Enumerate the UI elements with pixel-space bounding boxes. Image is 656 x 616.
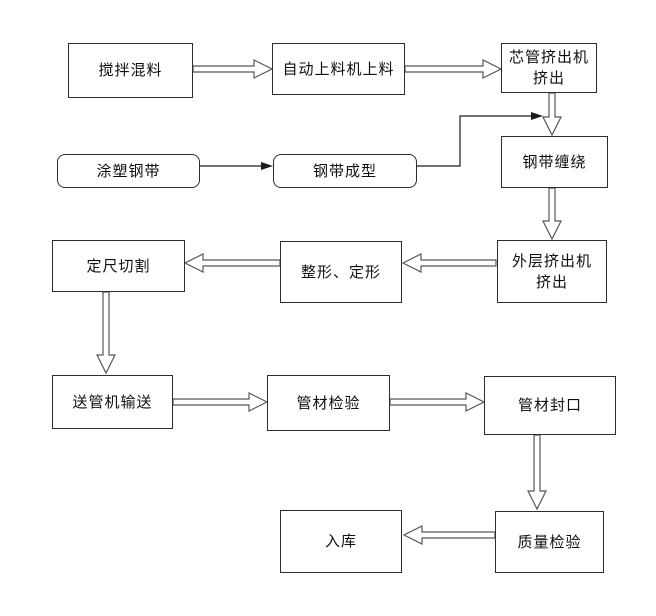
arrow-inspection-to-sealing — [389, 392, 486, 412]
arrow-cutting-to-conveying — [96, 291, 116, 375]
node-mixing-label: 搅拌混料 — [98, 62, 163, 79]
node-shaping: 整形、定形 — [280, 241, 402, 303]
node-coated-steel-strip-label: 涂塑钢带 — [96, 162, 161, 180]
node-pipe-inspection: 管材检验 — [267, 375, 390, 431]
node-pipe-conveying: 送管机输送 — [52, 375, 173, 429]
arrow-outer-extruder-to-shaping — [401, 253, 497, 273]
node-quality-inspection-label: 质量检验 — [517, 533, 582, 551]
node-shaping-label: 整形、定形 — [300, 263, 381, 281]
arrow-core-extruder-to-winding — [542, 92, 562, 137]
node-strip-forming: 钢带成型 — [273, 154, 417, 188]
node-auto-feeding: 自动上料机上料 — [272, 43, 405, 95]
node-quality-inspection: 质量检验 — [495, 511, 604, 573]
connector-strip-forming-to-winding — [417, 115, 532, 167]
node-warehousing-label: 入库 — [324, 533, 357, 550]
arrowhead-strip-forming-to-winding — [531, 112, 543, 120]
node-warehousing: 入库 — [280, 510, 402, 573]
node-auto-feeding-label: 自动上料机上料 — [282, 60, 395, 78]
node-outer-extruder-label: 外层挤出机 挤出 — [511, 252, 592, 291]
node-fixed-length-cutting: 定尺切割 — [52, 240, 185, 292]
node-pipe-sealing: 管材封口 — [484, 376, 616, 435]
node-pipe-conveying-label: 送管机输送 — [72, 393, 153, 411]
node-fixed-length-cutting-label: 定尺切割 — [86, 257, 151, 275]
arrow-winding-to-outer-extruder — [542, 187, 562, 241]
node-pipe-inspection-label: 管材检验 — [296, 394, 361, 412]
node-pipe-sealing-label: 管材封口 — [517, 397, 582, 414]
arrowhead-coated-strip-to-forming — [261, 162, 273, 170]
arrow-shaping-to-cutting — [183, 253, 281, 273]
node-coated-steel-strip: 涂塑钢带 — [57, 154, 200, 188]
arrow-sealing-to-quality — [527, 434, 547, 511]
arrow-feeding-to-core-extruder — [404, 59, 503, 79]
node-strip-winding-label: 钢带缠绕 — [522, 153, 587, 171]
node-core-extruder-label: 芯管挤出机 挤出 — [508, 49, 589, 87]
arrow-conveying-to-inspection — [172, 392, 269, 412]
node-mixing: 搅拌混料 — [68, 43, 193, 98]
arrow-mixing-to-feeding — [192, 59, 274, 79]
arrow-quality-to-warehousing — [402, 525, 496, 545]
node-outer-extruder: 外层挤出机 挤出 — [497, 240, 607, 303]
node-core-extruder: 芯管挤出机 挤出 — [501, 43, 597, 93]
node-strip-winding: 钢带缠绕 — [501, 136, 608, 188]
node-strip-forming-label: 钢带成型 — [312, 162, 377, 180]
